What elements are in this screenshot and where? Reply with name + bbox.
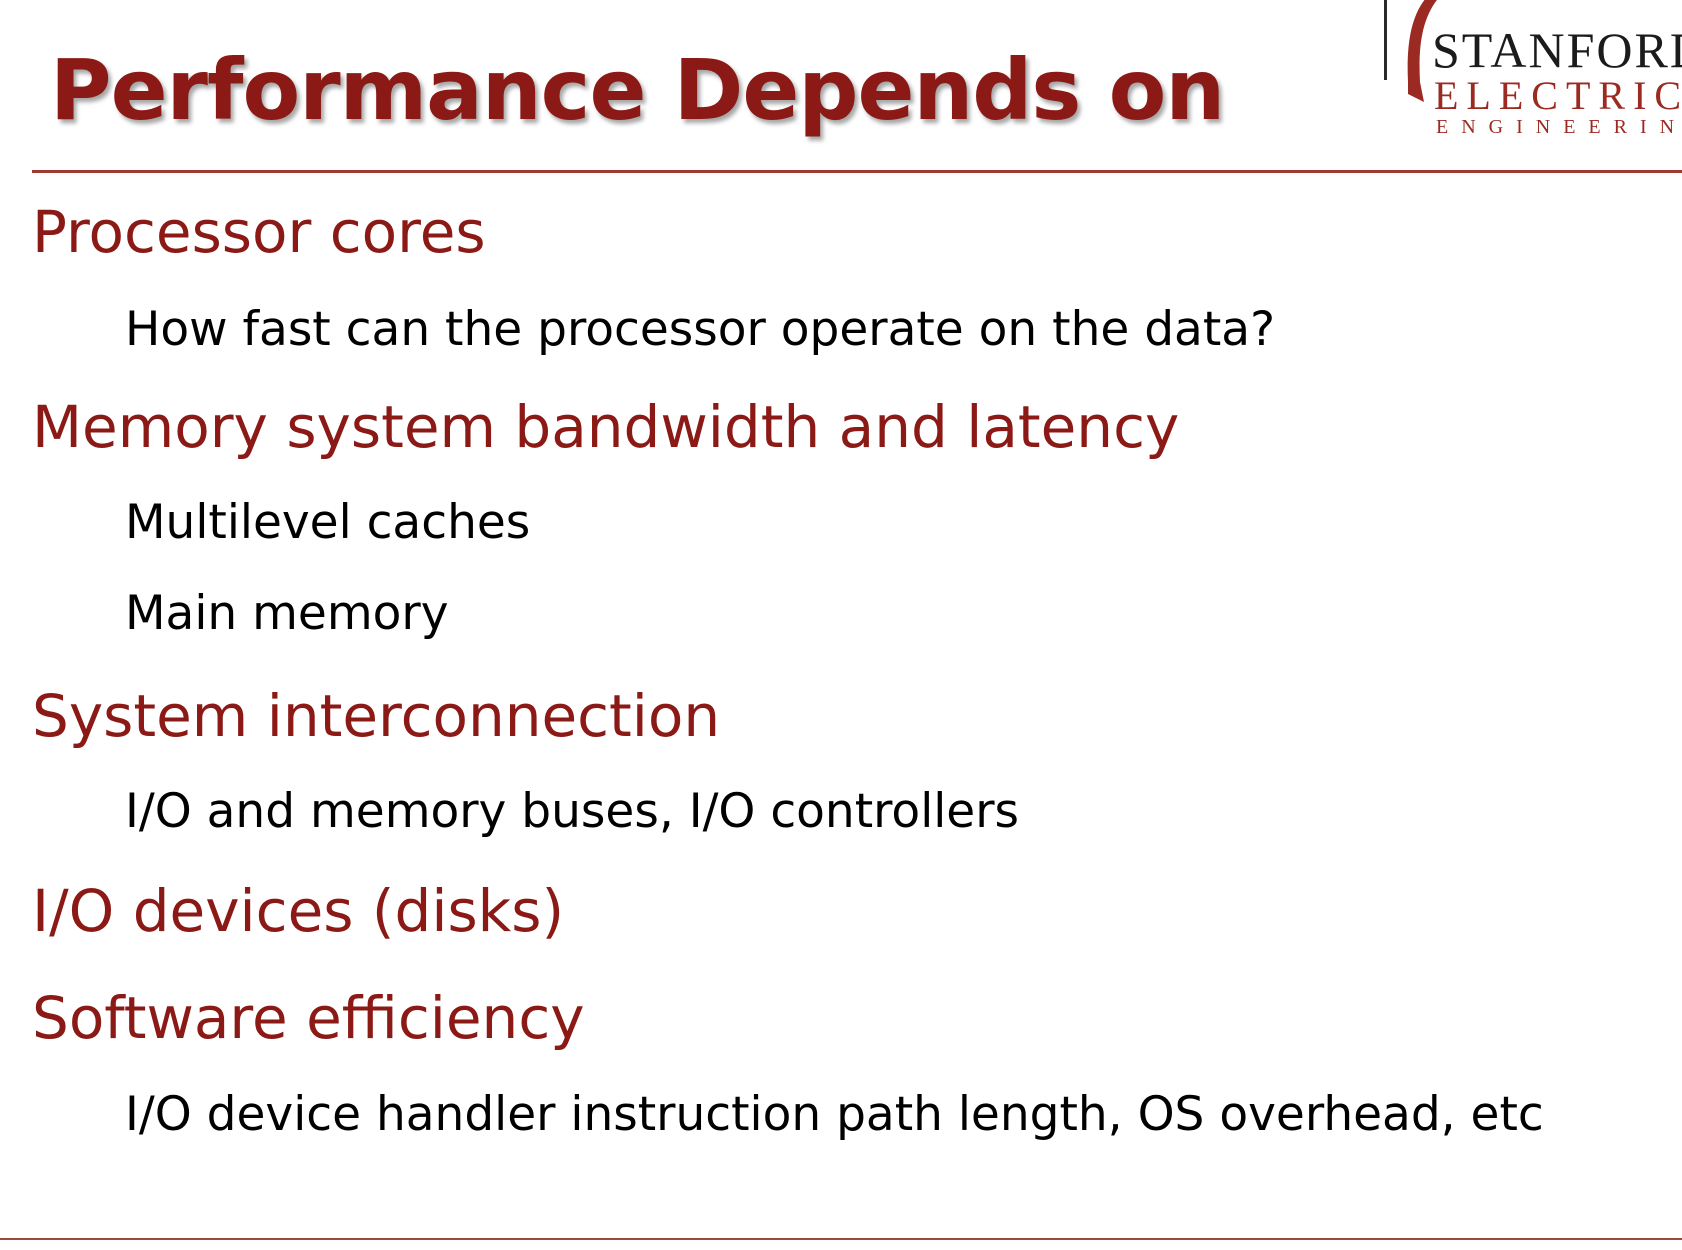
bullet-level2: Main memory — [125, 586, 449, 641]
stanford-ee-logo: STANFORD ELECTRICAL ENGINEERING — [1384, 0, 1682, 140]
title-divider — [32, 170, 1682, 173]
bullet-level1: System interconnection — [32, 682, 721, 750]
logo-line-2: ELECTRICAL — [1434, 73, 1682, 118]
bullet-level1: Processor cores — [32, 198, 486, 266]
slide-title: Performance Depends on — [50, 41, 1225, 139]
footer-divider — [0, 1238, 1682, 1240]
bullet-level2: I/O device handler instruction path leng… — [125, 1087, 1544, 1142]
logo-arch-icon — [1407, 0, 1437, 102]
bullet-level2: Multilevel caches — [125, 495, 531, 550]
logo-line-3: ENGINEERING — [1436, 116, 1682, 138]
bullet-level1: Software efficiency — [32, 984, 585, 1052]
logo-divider-bar — [1384, 0, 1387, 80]
bullet-level1: I/O devices (disks) — [32, 877, 565, 945]
bullet-level1: Memory system bandwidth and latency — [32, 393, 1180, 461]
logo-line-1: STANFORD — [1432, 22, 1682, 78]
bullet-level2: How fast can the processor operate on th… — [125, 302, 1276, 357]
bullet-level2: I/O and memory buses, I/O controllers — [125, 784, 1020, 839]
